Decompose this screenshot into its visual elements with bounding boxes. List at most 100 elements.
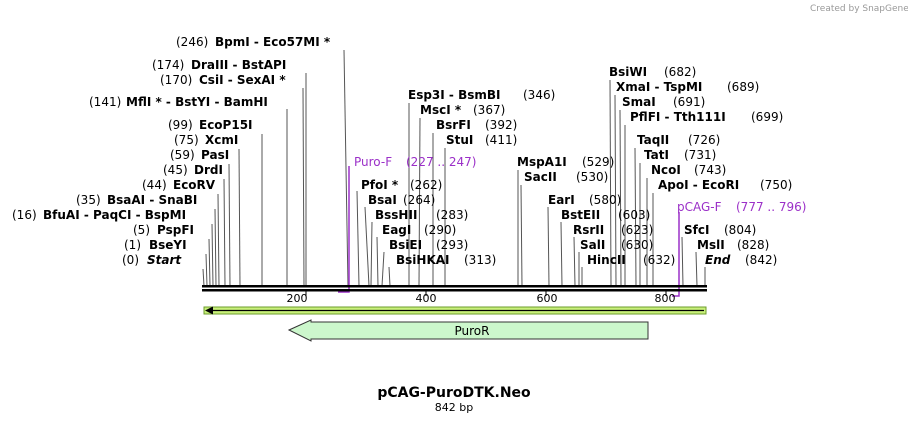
site-pos: (731) bbox=[684, 148, 716, 162]
site-pos: (529) bbox=[582, 155, 614, 169]
site-name: DraIII - BstAPI bbox=[191, 58, 286, 72]
site-pos: (99) bbox=[168, 118, 193, 132]
site-pos: (262) bbox=[410, 178, 442, 192]
site-labels: (246) BpmI - Eco57MI * (174) DraIII - Bs… bbox=[12, 35, 792, 267]
site-name: BpmI - Eco57MI * bbox=[215, 35, 331, 49]
site-name: PfoI * bbox=[361, 178, 399, 192]
site-pos: (0) bbox=[122, 253, 139, 267]
site-name: BstEII bbox=[561, 208, 600, 222]
site-pos: (682) bbox=[664, 65, 696, 79]
site-name: BsrFI bbox=[436, 118, 471, 132]
site-pos: (804) bbox=[724, 223, 756, 237]
site-pos: (44) bbox=[142, 178, 167, 192]
site-pos: (174) bbox=[152, 58, 184, 72]
site-name: MflI * - BstYI - BamHI bbox=[126, 95, 268, 109]
primer-puro-f: Puro-F (227 .. 247) bbox=[338, 155, 476, 293]
site-name: BsaAI - SnaBI bbox=[107, 193, 197, 207]
tick-label: 600 bbox=[537, 292, 558, 305]
site-pos: (743) bbox=[694, 163, 726, 177]
tick-label: 400 bbox=[416, 292, 437, 305]
site-pos: (246) bbox=[176, 35, 208, 49]
site-pos: (75) bbox=[174, 133, 199, 147]
site-name: EagI bbox=[382, 223, 411, 237]
site-name: BsaI bbox=[368, 193, 397, 207]
site-pos: (141) bbox=[89, 95, 121, 109]
sequence-backbone bbox=[202, 285, 707, 296]
site-name: HincII bbox=[587, 253, 626, 267]
site-pos: (170) bbox=[160, 73, 192, 87]
site-pos: (411) bbox=[485, 133, 517, 147]
site-name: BsiHKAI bbox=[396, 253, 450, 267]
site-name: BfuAI - PaqCI - BspMI bbox=[43, 208, 186, 222]
primer-range: (227 .. 247) bbox=[406, 155, 476, 169]
site-name: ApoI - EcoRI bbox=[658, 178, 739, 192]
site-lines bbox=[202, 49, 706, 287]
site-name: SmaI bbox=[622, 95, 656, 109]
site-name: TatI bbox=[644, 148, 669, 162]
site-name: SfcI bbox=[684, 223, 709, 237]
site-name: MscI * bbox=[420, 103, 462, 117]
site-name: XmaI - TspMI bbox=[616, 80, 702, 94]
site-pos: (842) bbox=[745, 253, 777, 267]
site-pos: (691) bbox=[673, 95, 705, 109]
map-title: pCAG-PuroDTK.Neo bbox=[377, 385, 531, 401]
site-pos: (313) bbox=[464, 253, 496, 267]
site-name: NcoI bbox=[651, 163, 681, 177]
site-name: StuI bbox=[446, 133, 473, 147]
site-pos: (367) bbox=[473, 103, 505, 117]
primer-name: Puro-F bbox=[354, 155, 392, 169]
site-name: RsrII bbox=[573, 223, 604, 237]
site-pos: (630) bbox=[621, 238, 653, 252]
site-pos: (16) bbox=[12, 208, 37, 222]
site-pos: (699) bbox=[751, 110, 783, 124]
site-pos: (603) bbox=[618, 208, 650, 222]
site-name: BseYI bbox=[149, 238, 187, 252]
backbone-feature-arrow bbox=[203, 306, 707, 315]
site-pos: (5) bbox=[133, 223, 150, 237]
map-length: 842 bp bbox=[435, 401, 473, 414]
site-name: EcoP15I bbox=[199, 118, 253, 132]
feature-label: PuroR bbox=[455, 324, 490, 338]
site-pos: (530) bbox=[576, 170, 608, 184]
site-pos: (689) bbox=[727, 80, 759, 94]
tick-label: 800 bbox=[655, 292, 676, 305]
site-pos: (392) bbox=[485, 118, 517, 132]
site-name: Esp3I - BsmBI bbox=[408, 88, 500, 102]
site-pos: (726) bbox=[688, 133, 720, 147]
site-name: PasI bbox=[201, 148, 229, 162]
site-pos: (264) bbox=[403, 193, 435, 207]
site-name: BsiWI bbox=[609, 65, 647, 79]
site-name: MslI bbox=[697, 238, 725, 252]
site-name: Start bbox=[147, 253, 182, 267]
site-name: EarI bbox=[548, 193, 575, 207]
site-pos: (750) bbox=[760, 178, 792, 192]
site-name: EcoRV bbox=[173, 178, 216, 192]
site-name: TaqII bbox=[637, 133, 669, 147]
site-pos: (290) bbox=[424, 223, 456, 237]
site-pos: (623) bbox=[621, 223, 653, 237]
site-name: DrdI bbox=[194, 163, 223, 177]
site-pos: (632) bbox=[643, 253, 675, 267]
site-name: End bbox=[705, 253, 731, 267]
site-name: CsiI - SexAI * bbox=[199, 73, 286, 87]
feature-puror: PuroR bbox=[287, 319, 649, 342]
site-name: PflFI - Tth111I bbox=[630, 110, 726, 124]
primer-pcag-f: pCAG-F (777 .. 796) bbox=[672, 200, 806, 297]
site-name: SacII bbox=[524, 170, 557, 184]
site-pos: (59) bbox=[170, 148, 195, 162]
site-pos: (45) bbox=[163, 163, 188, 177]
axis-ticks: 200 400 600 800 bbox=[287, 292, 676, 305]
site-name: BssHII bbox=[375, 208, 417, 222]
site-pos: (283) bbox=[436, 208, 468, 222]
site-pos: (1) bbox=[124, 238, 141, 252]
site-name: BsiEI bbox=[389, 238, 422, 252]
site-pos: (346) bbox=[523, 88, 555, 102]
site-name: SalI bbox=[580, 238, 605, 252]
site-name: XcmI bbox=[205, 133, 238, 147]
primer-range: (777 .. 796) bbox=[736, 200, 806, 214]
site-pos: (580) bbox=[589, 193, 621, 207]
site-pos: (293) bbox=[436, 238, 468, 252]
site-pos: (35) bbox=[76, 193, 101, 207]
site-name: PspFI bbox=[157, 223, 194, 237]
